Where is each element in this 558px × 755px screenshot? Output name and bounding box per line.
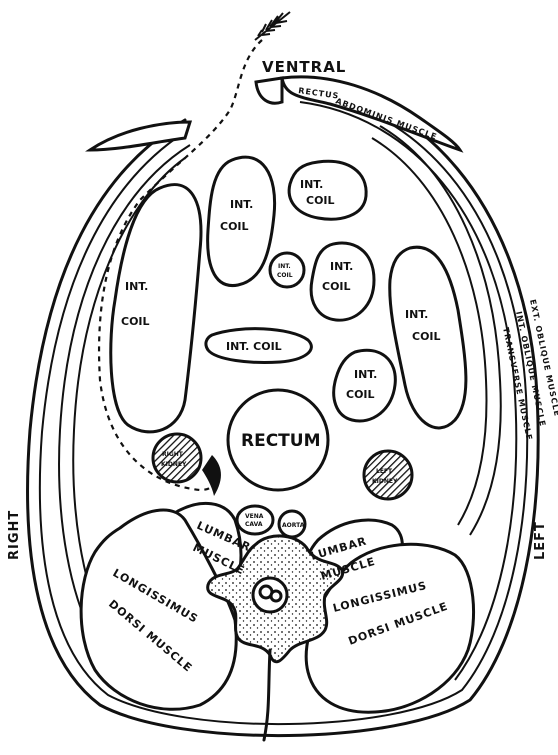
label-left-kidney-1: LEFT xyxy=(376,468,393,475)
label-coil-5: COIL xyxy=(121,315,150,328)
label-coil-8: COIL xyxy=(346,388,375,401)
feather-arrow-icon xyxy=(255,12,290,40)
label-int-5: INT. xyxy=(125,280,148,293)
int-coil-lower-right xyxy=(334,350,396,421)
label-cava: CAVA xyxy=(245,521,263,528)
label-left-kidney-2: KIDNEY xyxy=(372,478,398,485)
spinous-process-line xyxy=(264,650,270,740)
label-coil-6: COIL xyxy=(412,330,441,343)
int-coil-right-large xyxy=(111,185,201,432)
label-coil-4: COIL xyxy=(322,280,351,293)
label-int-3: INT. xyxy=(278,263,291,270)
label-coil-1: COIL xyxy=(220,220,249,233)
label-int-2: INT. xyxy=(300,178,323,191)
label-left: LEFT xyxy=(533,521,548,560)
label-aorta: AORTA xyxy=(282,522,305,529)
left-kidney xyxy=(364,451,412,499)
label-int-1: INT. xyxy=(230,198,253,211)
label-coil-2: COIL xyxy=(306,194,335,207)
label-ventral: VENTRAL xyxy=(262,58,346,76)
label-int-8: INT. xyxy=(354,368,377,381)
vena-cava xyxy=(237,506,273,534)
label-rectum: RECTUM xyxy=(241,431,321,451)
label-int-coil-7: INT. COIL xyxy=(226,340,282,353)
right-kidney xyxy=(153,434,201,482)
right-rectus-segment xyxy=(90,122,190,150)
linea-alba xyxy=(256,78,282,103)
label-vena: VENA xyxy=(245,513,264,520)
int-coil-small xyxy=(270,253,304,287)
label-right-kidney-2: KIDNEY xyxy=(161,461,187,468)
label-coil-3: COIL xyxy=(277,272,293,279)
spinal-cord-inner xyxy=(271,591,281,601)
label-right-kidney-1: RIGHT xyxy=(162,451,184,458)
label-right: RIGHT xyxy=(7,510,22,560)
label-int-4: INT. xyxy=(330,260,353,273)
label-int-6: INT. xyxy=(405,308,428,321)
